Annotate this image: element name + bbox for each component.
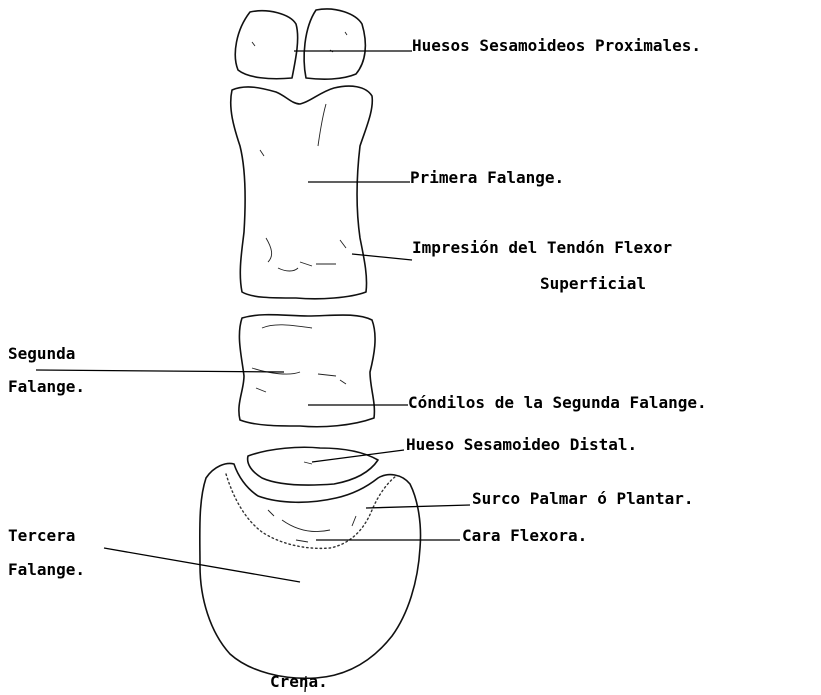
label-condilos: Cóndilos de la Segunda Falange. [408, 393, 707, 413]
label-segunda-falange-line1: Segunda [8, 344, 75, 364]
leader-surco [366, 505, 470, 508]
label-surco: Surco Palmar ó Plantar. [472, 489, 694, 509]
label-impresion-line1: Impresión del Tendón Flexor [412, 238, 672, 258]
label-impresion-line2: Superficial [540, 274, 646, 294]
label-crena: Crena. [270, 672, 328, 692]
label-cara-flexora: Cara Flexora. [462, 526, 587, 546]
label-sesamoideo-distal: Hueso Sesamoideo Distal. [406, 435, 637, 455]
label-tercera-falange-line1: Tercera [8, 526, 75, 546]
leader-impresion [352, 254, 412, 260]
leader-tercera-falange [104, 548, 300, 582]
leader-sesamoideo-distal [312, 450, 404, 462]
label-primera-falange: Primera Falange. [410, 168, 564, 188]
label-segunda-falange-line2: Falange. [8, 377, 85, 397]
label-tercera-falange-line2: Falange. [8, 560, 85, 580]
label-sesamoideos-proximales: Huesos Sesamoideos Proximales. [412, 36, 701, 56]
leader-segunda-falange [36, 370, 284, 372]
